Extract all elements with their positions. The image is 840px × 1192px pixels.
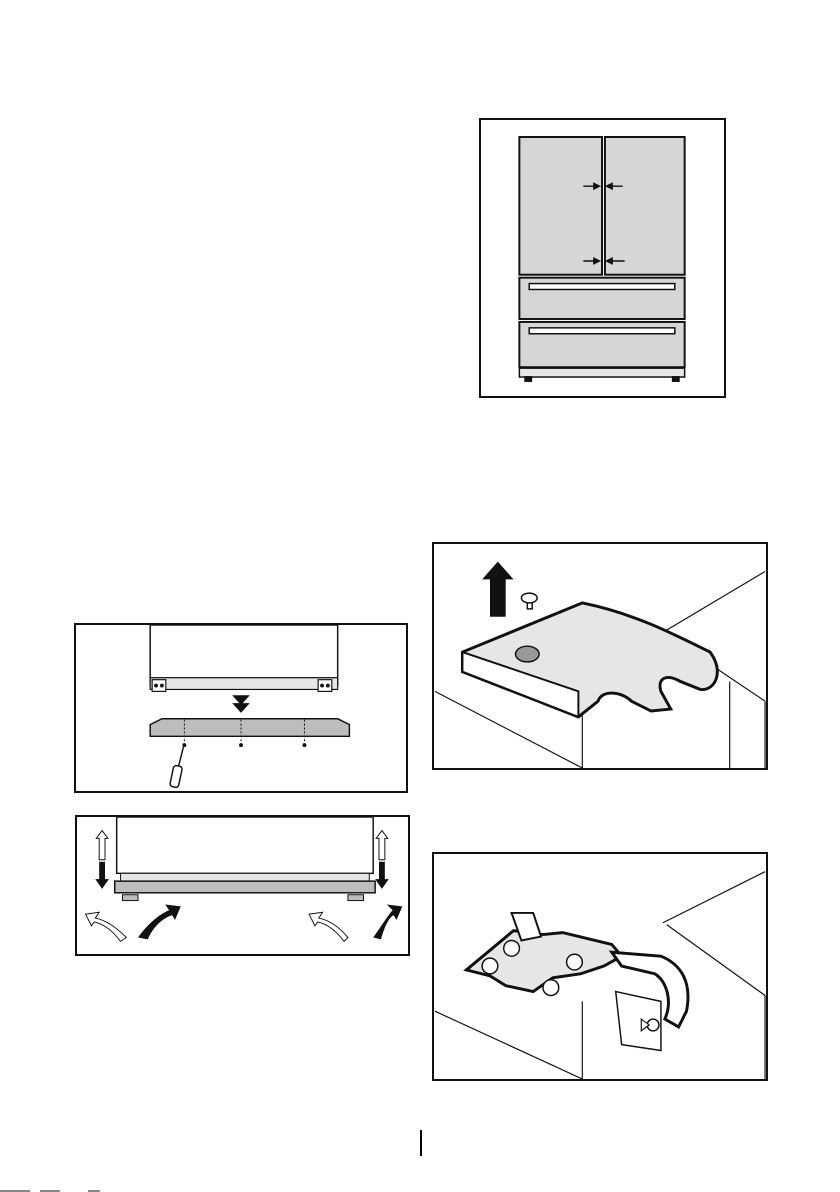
upper-drawer-handle	[529, 284, 675, 290]
fridge-front-figure	[479, 118, 726, 398]
left-foot	[152, 680, 166, 692]
fridge-bottom	[150, 625, 337, 686]
fridge-base	[519, 368, 684, 377]
right-door	[605, 137, 685, 275]
plinth-assembly-figure	[74, 623, 408, 793]
hinge-cover-removal-figure	[432, 542, 768, 770]
plinth-panel	[115, 881, 375, 893]
crop-marks	[0, 1186, 120, 1192]
curved-arrow-icon	[86, 904, 403, 941]
right-foot	[318, 680, 332, 692]
lower-drawer-handle	[529, 328, 675, 334]
front-right-foot	[672, 376, 680, 382]
hinge-cover-illustration	[434, 544, 766, 768]
fridge-bottom	[117, 817, 374, 873]
hinge-pin-icon	[641, 1019, 659, 1031]
screwdriver-icon	[170, 747, 184, 788]
screw-icon	[521, 593, 537, 609]
hinge-bracket-figure	[432, 852, 768, 1081]
fridge-front-illustration	[481, 120, 724, 396]
screw-icon	[182, 743, 306, 747]
down-arrow-icon	[232, 695, 250, 713]
plinth-panel	[150, 719, 349, 737]
up-arrow-icon	[482, 562, 513, 617]
hinge-bracket-illustration	[434, 854, 766, 1079]
foot-levelling-illustration	[77, 817, 408, 954]
front-left-foot	[524, 376, 532, 382]
hinge-cover	[462, 603, 717, 717]
cover-plug	[516, 646, 540, 662]
plinth-assembly-illustration	[76, 625, 406, 791]
foot-levelling-figure	[75, 815, 410, 956]
left-door	[519, 137, 602, 275]
page-number-divider	[420, 1130, 422, 1156]
